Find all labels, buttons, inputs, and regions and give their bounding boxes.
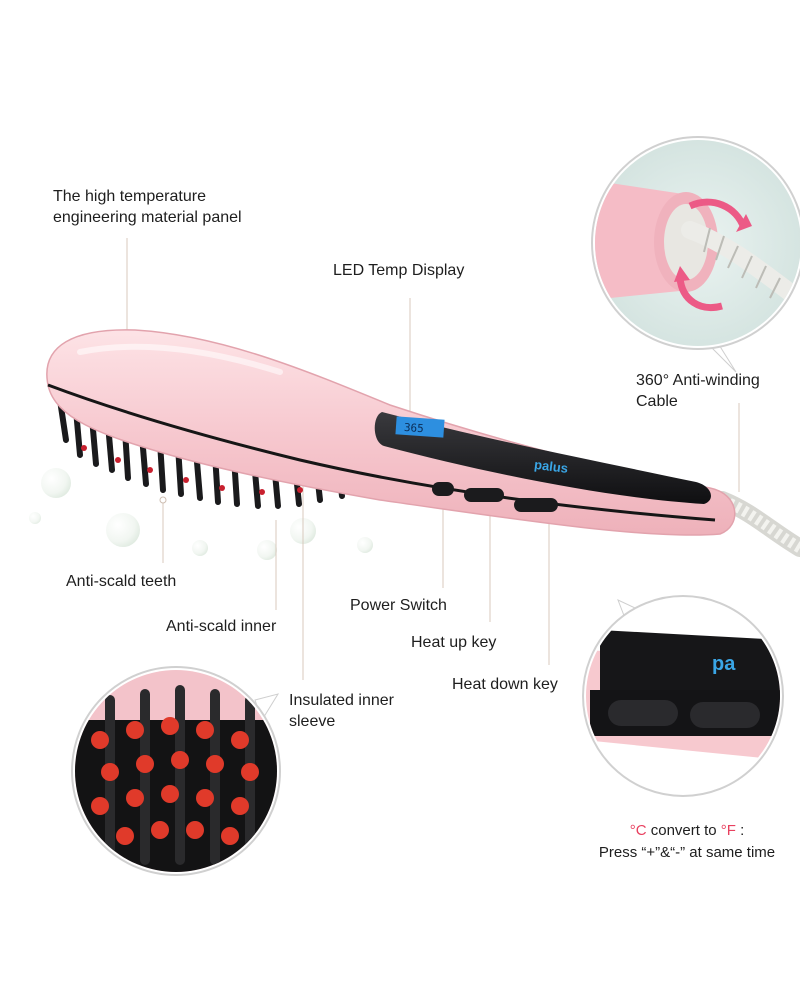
- heat-up-key[interactable]: [464, 488, 504, 502]
- label-heat-up: Heat up key: [411, 634, 497, 651]
- zoom-buttons: pa: [582, 595, 784, 797]
- press-instruction: Press “+”&“-” at same time: [598, 844, 776, 861]
- button-row: [432, 482, 558, 512]
- brand-logo: palus: [533, 457, 569, 476]
- label-cable: 360° Anti-winding Cable: [636, 372, 760, 410]
- label-led-display: LED Temp Display: [333, 262, 465, 279]
- heat-down-key[interactable]: [514, 498, 558, 512]
- zoom-bristles: [71, 666, 281, 876]
- label-panel: The high temperature engineering materia…: [53, 188, 242, 226]
- led-temp-readout: 365: [403, 421, 424, 435]
- led-display: [395, 416, 445, 438]
- label-teeth: Anti-scald teeth: [66, 573, 177, 590]
- fahrenheit-unit: °F: [720, 822, 736, 839]
- zoom-cable-swivel: [591, 136, 800, 373]
- rotate-arrow-icon: [688, 198, 748, 230]
- celsius-unit: °C: [629, 822, 647, 839]
- zoom-brand-logo: pa: [712, 653, 736, 675]
- label-sleeve: Insulated inner sleeve: [289, 692, 394, 730]
- steam-bubbles: [29, 468, 373, 560]
- rotate-arrow-icon: [676, 277, 723, 311]
- control-panel: [374, 412, 711, 504]
- power-switch[interactable]: [432, 482, 454, 496]
- convert-text: convert to: [646, 822, 721, 839]
- colon-text: :: [735, 822, 745, 839]
- temp-convert-note: °C convert to °F : Press “+”&“-” at same…: [578, 820, 796, 864]
- label-heat-down: Heat down key: [452, 676, 558, 693]
- label-power-switch: Power Switch: [350, 597, 447, 614]
- label-inner: Anti-scald inner: [166, 618, 277, 635]
